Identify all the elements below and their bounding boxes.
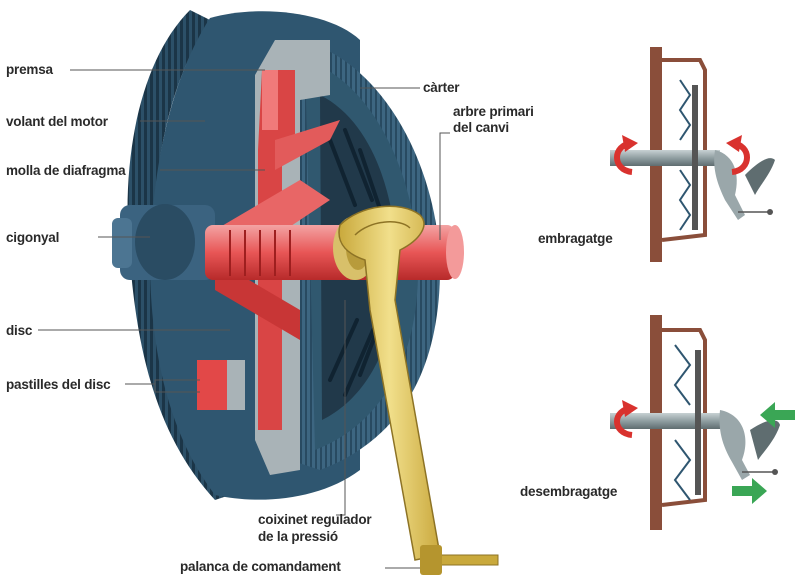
- label-pastilles-del-disc: pastilles del disc: [6, 377, 111, 392]
- clutch-assembly-illustration: [112, 10, 499, 575]
- disengaged-schematic: [610, 315, 795, 530]
- label-molla-de-diafragma: molla de diafragma: [6, 163, 126, 178]
- label-cigonyal: cigonyal: [6, 230, 60, 245]
- label-embragatge: embragatge: [538, 231, 613, 246]
- label-coixinet-line2: de la pressió: [258, 529, 338, 544]
- arrow-right-icon: [732, 478, 767, 504]
- label-premsa: premsa: [6, 62, 53, 77]
- label-volant-del-motor: volant del motor: [6, 114, 108, 129]
- label-carter: càrter: [423, 80, 460, 95]
- label-palanca-de-comandament: palanca de comandament: [180, 559, 341, 574]
- shaft-splines: [229, 230, 291, 276]
- leader-lines: [38, 69, 450, 569]
- label-arbre-primari-line2: del canvi: [453, 120, 509, 135]
- clutch-pads-top: [262, 70, 278, 130]
- engaged-schematic: [610, 47, 775, 262]
- flywheel-ring: [127, 10, 230, 500]
- label-coixinet-line1: coixinet regulador: [258, 512, 372, 527]
- control-lever: [338, 205, 441, 561]
- label-arbre-primari-line1: arbre primari: [453, 104, 534, 119]
- diaphragm-spring: [275, 120, 340, 170]
- label-desembragatge: desembragatge: [520, 484, 618, 499]
- label-disc: disc: [6, 323, 33, 338]
- arrow-left-icon: [760, 402, 795, 428]
- clutch-pads: [197, 360, 227, 410]
